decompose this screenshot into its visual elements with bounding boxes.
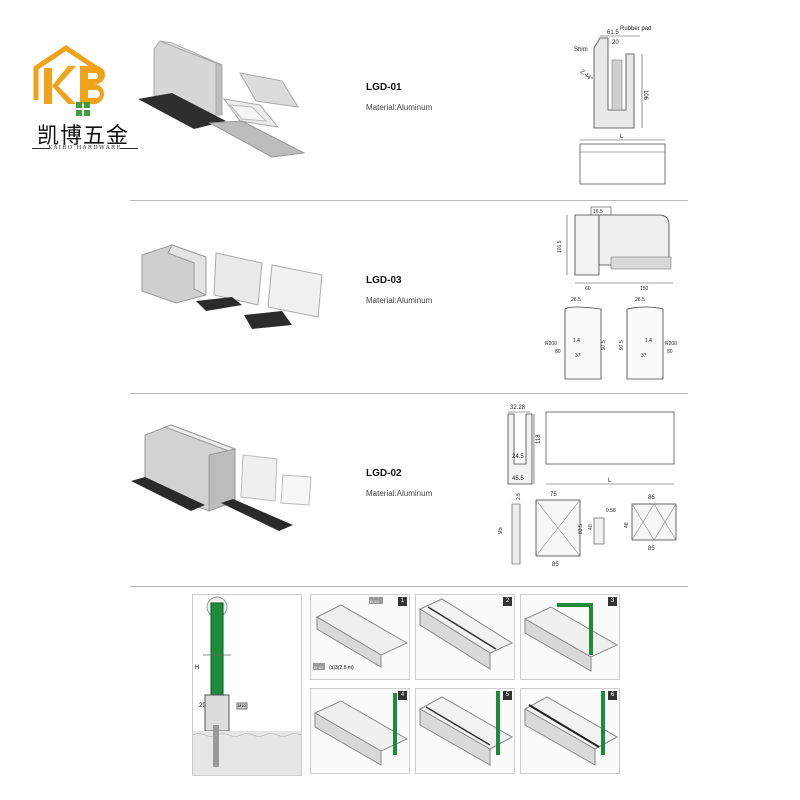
product-material: Material:Aluminum [366,103,433,112]
dim-shim: Shim [574,47,588,53]
dim-h-left: 97.5 [601,340,607,350]
section-divider [130,393,688,394]
step-number: 4 [398,691,407,700]
product-code: LGD-03 [366,275,402,286]
dim-h-right: 97.5 [619,340,625,350]
dim-block2-w: 86 [648,495,655,501]
dim-pad-b: 9.58 [606,508,616,514]
dim-gap-right: 1.4 [645,338,652,344]
dim-base: 60 [585,286,591,292]
install-step-5: 5 [415,688,515,774]
dim-length: L [608,478,612,484]
dim-shim-h: 95 [498,527,504,534]
dim-top: 32.28 [510,405,526,411]
dim-inner-right: 37 [641,353,647,359]
install-step-6: 6 [520,688,620,774]
product-photo-lgd03 [132,235,332,345]
dim-height: 106 [642,90,648,101]
dim-side-left: 80 [555,349,561,355]
product-material: Material:Aluminum [366,296,433,305]
dim-bolt-a: Ø 14 [370,599,379,604]
step-number: 1 [398,597,407,606]
step-number: 5 [503,691,512,700]
brand-logo [28,42,148,152]
drawing-lgd02: 32.28 24.5 45.5 118 L 2.5 95 75 83.5 85 … [498,400,688,570]
step-number: 3 [608,597,617,606]
dim-bolt-b: Ø 10 [314,665,323,670]
brand-rule-left [32,148,50,149]
brand-rule-right [120,148,138,149]
dim-block-w: 75 [550,492,557,498]
dim-rubber-pad: Rubber pad [620,26,651,32]
section-divider [130,200,688,201]
dim-block2-base: 85 [648,546,655,552]
product-code: LGD-02 [366,468,402,479]
dim-shim-w: 2.5 [516,493,522,500]
dim-side-right: 80 [667,349,673,355]
product-photo-lgd01 [132,35,312,195]
dim-block2-h: 48 [624,522,630,528]
dim-block-base: 85 [552,562,559,568]
dim-angle: 2.44° [579,69,594,83]
drawing-lgd01: Rubber pad 61.5 20 Shim 2.44° 106 L [560,20,685,190]
dim-gap-left: 1.4 [573,338,580,344]
install-step-3: 3 [520,594,620,680]
dim-width: 61.5 [607,30,619,36]
dim-radius-right: R200 [665,341,677,347]
dim-block-h: 83.5 [578,524,584,534]
drawing-lgd03: 16.5 101.5 60 150 26.5 R200 1.4 80 37 97… [545,205,685,390]
dim-side-height: 101.5 [557,240,563,253]
dim-top: 16.5 [593,209,603,215]
installation-section-view: H 29.5 M10 [192,594,302,776]
install-step-1: Ø 14 Ø 10 (a)3(2.5 m) 1 [310,594,410,680]
dim-height: 118 [536,434,542,444]
product-photo-lgd02 [125,415,335,545]
house-logo-icon [33,44,105,116]
brand-name-en: KAIBO HARDWARE [48,145,122,151]
product-material: Material:Aluminum [366,489,433,498]
dim-length: 150 [640,286,649,292]
dim-radius-left: R200 [545,341,557,347]
dim-left-top: 26.5 [571,297,581,303]
step-number: 2 [503,597,512,606]
install-step-4: 4 [310,688,410,774]
brand-name-cn: 凯博五金 [36,124,129,149]
dim-base: 45.5 [512,476,524,482]
product-code: LGD-01 [366,82,402,93]
dim-mid: 24.5 [512,454,524,460]
dim-pad-a: 40 [588,524,594,530]
dim-right-top: 26.5 [635,297,645,303]
step-number: 6 [608,691,617,700]
dim-length: L [620,134,624,140]
section-divider [130,586,688,587]
dim-inner-left: 37 [575,353,581,359]
dim-h: H [195,665,199,671]
install-step-2: 2 [415,594,515,680]
dim-bolt-spacing: (a)3(2.5 m) [329,665,354,671]
dim-gap: 20 [612,40,619,46]
dim-note: M10 [238,703,247,708]
